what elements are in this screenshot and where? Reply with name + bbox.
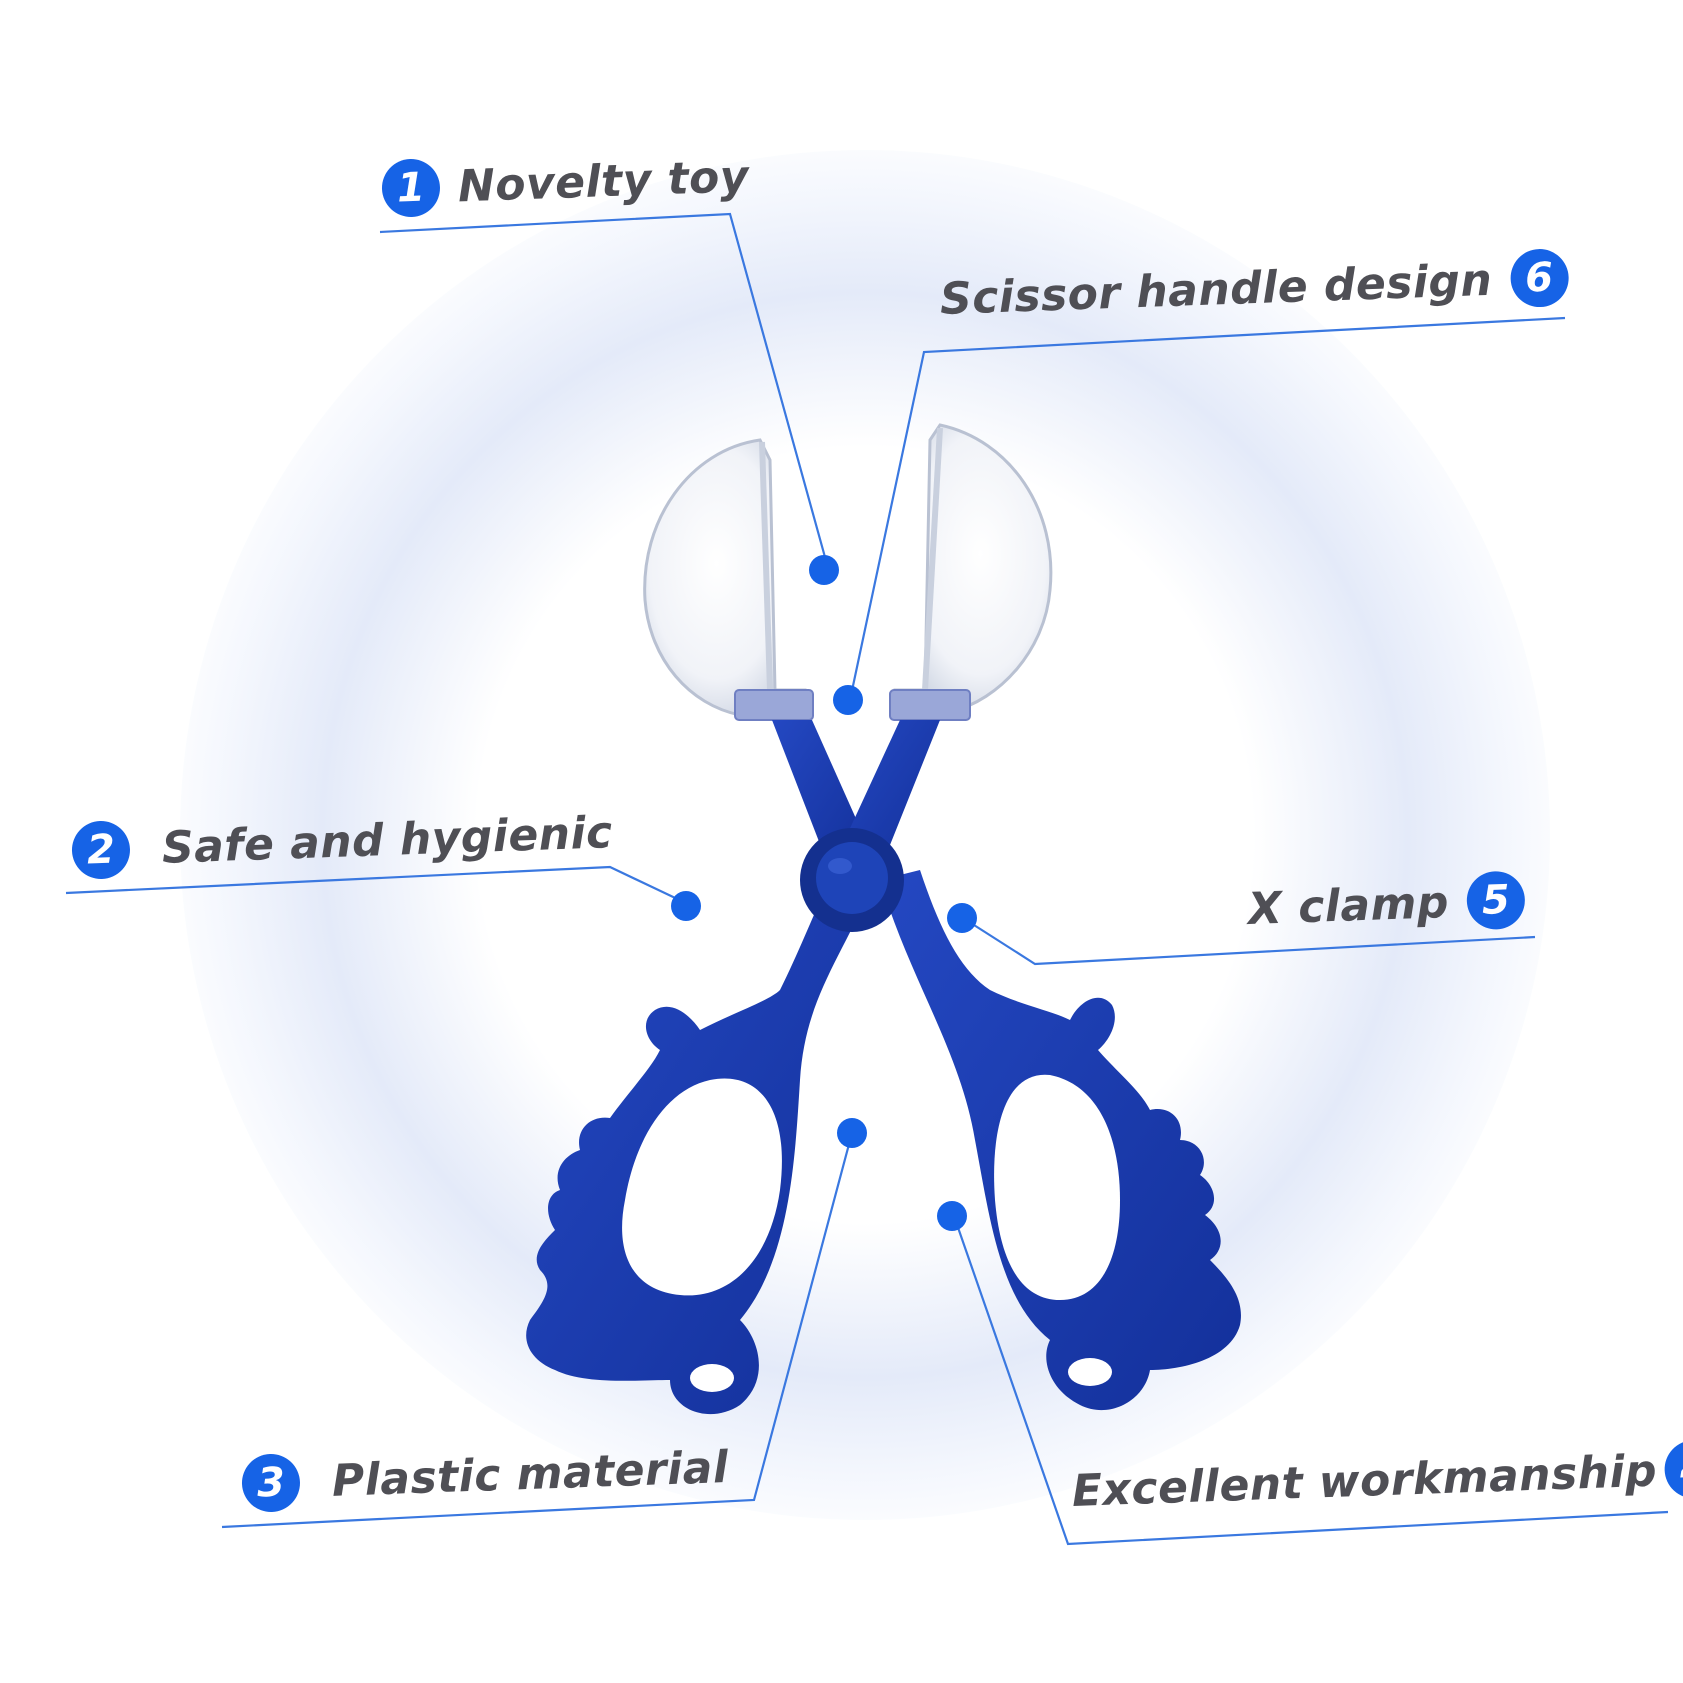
anchor-dot-2	[671, 891, 701, 921]
feature-label: Novelty toy	[457, 150, 750, 212]
anchor-dot-3	[837, 1118, 867, 1148]
leader-line-3	[221, 1132, 854, 1529]
feature-number-badge: 3	[240, 1452, 301, 1513]
feature-number-badge: 1	[380, 157, 441, 218]
anchor-dots	[671, 555, 977, 1231]
leader-line-2	[65, 865, 691, 906]
leader-line-5	[962, 917, 1536, 966]
left-dome-cup	[643, 438, 814, 721]
anchor-dot-5	[947, 903, 977, 933]
right-dome-cup	[889, 423, 1053, 721]
feature-callout-5: X clamp 5	[1247, 870, 1526, 938]
leader-line-6	[848, 316, 1566, 701]
feature-label: Safe and hygienic	[161, 806, 614, 874]
anchor-dot-1	[809, 555, 839, 585]
left-handle	[526, 880, 870, 1415]
feature-number-badge: 6	[1509, 248, 1570, 309]
anchor-dot-4	[937, 1201, 967, 1231]
leader-line-4	[952, 1215, 1669, 1546]
pivot-joint	[800, 828, 904, 932]
leader-line-1	[379, 212, 830, 569]
feature-label: X clamp	[1247, 876, 1450, 935]
leader-lines	[65, 212, 1669, 1546]
feature-label: Plastic material	[331, 1441, 730, 1507]
feature-number-badge: 2	[70, 819, 131, 880]
feature-number-badge: 5	[1465, 870, 1526, 931]
right-handle	[880, 870, 1241, 1411]
anchor-dot-6	[833, 685, 863, 715]
feature-number-badge: 4	[1663, 1439, 1683, 1500]
